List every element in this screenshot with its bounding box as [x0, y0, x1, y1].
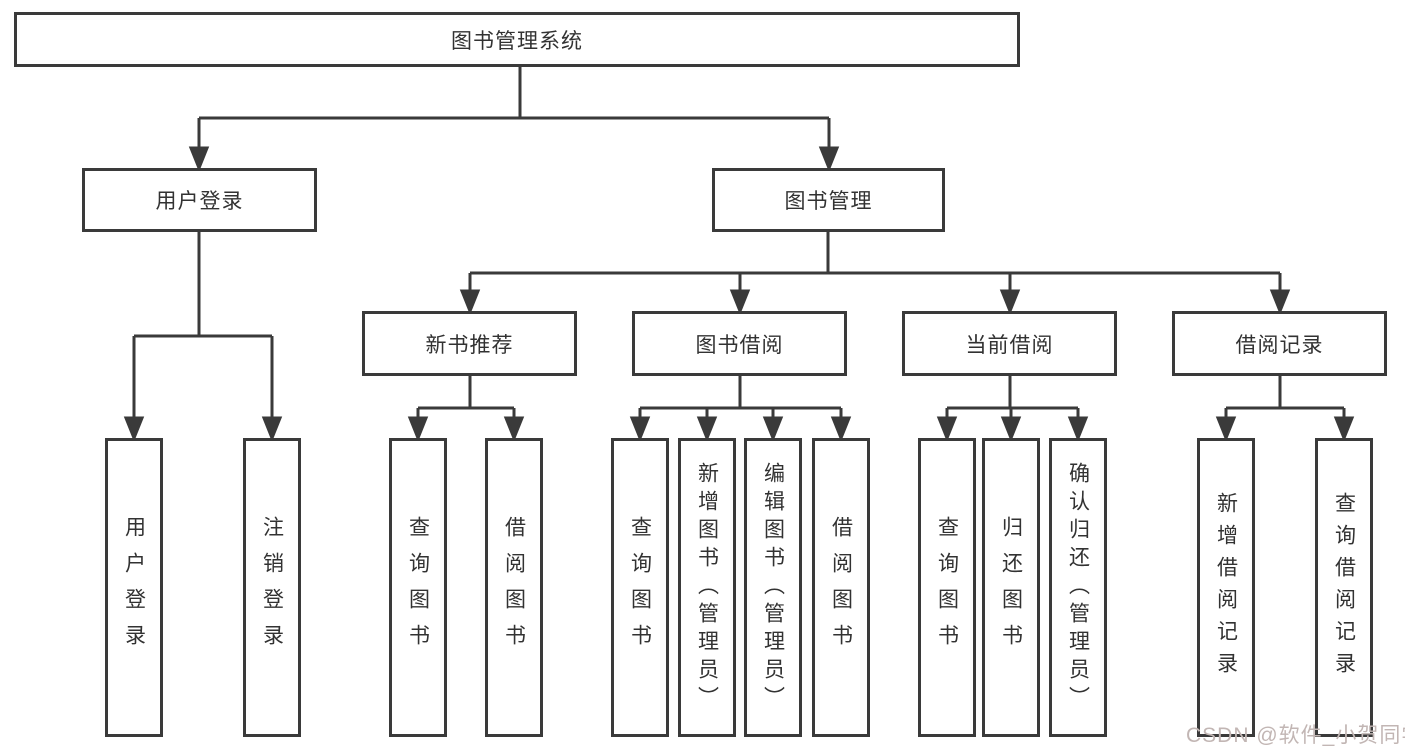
node-label: 图书管理系统	[451, 29, 583, 53]
node-label: 注销登录	[260, 515, 284, 660]
node-label: 当前借阅	[965, 333, 1054, 357]
node-label: 查询图书	[935, 515, 959, 660]
node-label: 编辑图书（管理员）	[761, 461, 785, 714]
csdn-watermark: CSDN @软件_小贺同学	[1186, 724, 1405, 747]
leaf-logout: 注销登录	[243, 438, 301, 737]
leaf-add-books-admin: 新增图书（管理员）	[678, 438, 736, 737]
node-label: 查询借阅记录	[1332, 491, 1356, 684]
leaf-borrow-books-recommend: 借阅图书	[485, 438, 543, 737]
node-label: 用户登录	[122, 515, 146, 660]
node-root-system: 图书管理系统	[14, 12, 1020, 67]
node-label: 借阅图书	[502, 515, 526, 660]
node-label: 归还图书	[999, 515, 1023, 660]
node-label: 新增图书（管理员）	[695, 461, 719, 714]
leaf-confirm-return-admin: 确认归还（管理员）	[1049, 438, 1107, 737]
node-label: 图书借阅	[695, 333, 784, 357]
leaf-add-borrow-record: 新增借阅记录	[1197, 438, 1255, 737]
node-label: 新书推荐	[425, 333, 514, 357]
leaf-borrow-books: 借阅图书	[812, 438, 870, 737]
node-borrowing-records: 借阅记录	[1172, 311, 1387, 376]
node-label: 查询图书	[406, 515, 430, 660]
leaf-query-books-current: 查询图书	[918, 438, 976, 737]
node-user-login: 用户登录	[82, 168, 317, 232]
node-book-management: 图书管理	[712, 168, 945, 232]
node-label: 用户登录	[155, 190, 244, 213]
leaf-return-books: 归还图书	[982, 438, 1040, 737]
node-label: 新增借阅记录	[1214, 491, 1238, 684]
node-label: 确认归还（管理员）	[1066, 461, 1090, 714]
leaf-user-login: 用户登录	[105, 438, 163, 737]
node-label: 借阅记录	[1235, 333, 1324, 357]
leaf-query-books-recommend: 查询图书	[389, 438, 447, 737]
node-label: 查询图书	[628, 515, 652, 660]
node-current-borrowing: 当前借阅	[902, 311, 1117, 376]
node-new-book-recommend: 新书推荐	[362, 311, 577, 376]
node-label: 借阅图书	[829, 515, 853, 660]
leaf-query-books-borrowing: 查询图书	[611, 438, 669, 737]
leaf-edit-books-admin: 编辑图书（管理员）	[744, 438, 802, 737]
node-label: 图书管理	[784, 190, 873, 213]
leaf-query-borrow-record: 查询借阅记录	[1315, 438, 1373, 737]
node-book-borrowing: 图书借阅	[632, 311, 847, 376]
